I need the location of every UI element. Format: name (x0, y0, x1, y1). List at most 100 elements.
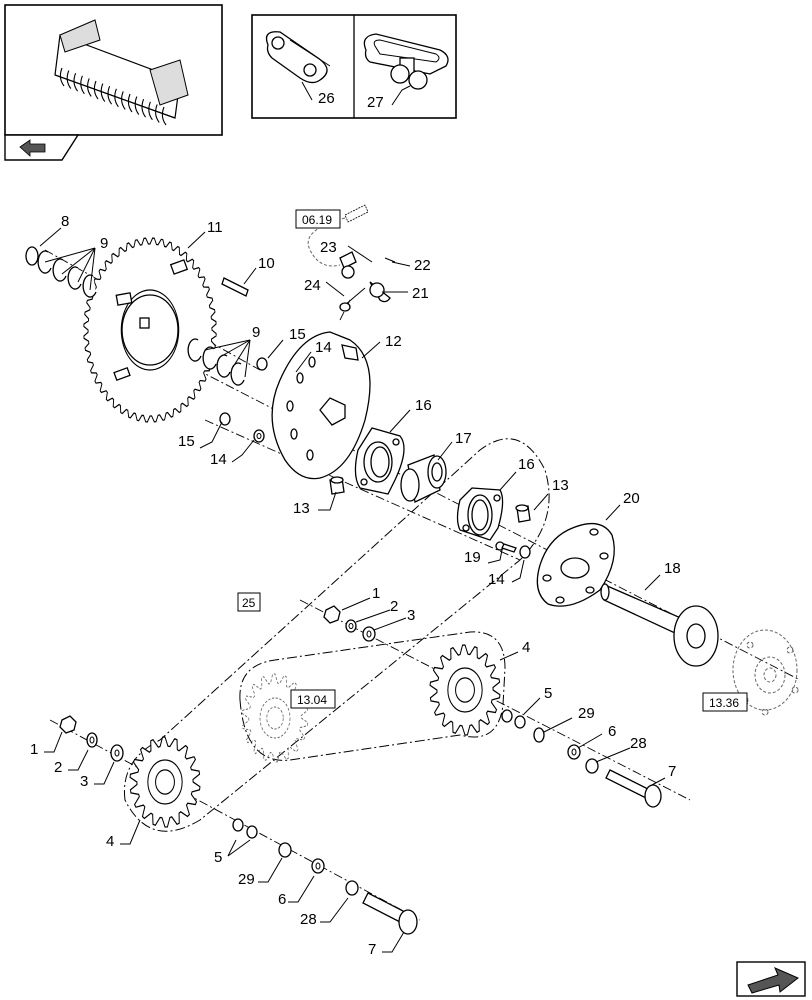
navigation-tab[interactable] (4, 134, 80, 161)
callout-14-right: 14 (488, 571, 505, 588)
callout-4-upper: 4 (522, 639, 530, 656)
drive-chain-loop (123, 438, 550, 832)
callout-13-right: 13 (552, 477, 569, 494)
washer-6-upper (567, 744, 581, 760)
callout-labels: 8 9 11 10 23 22 24 21 9 15 14 12 16 17 1… (30, 213, 681, 958)
ref-13-04-label: 13.04 (297, 693, 327, 707)
circlip-8 (25, 246, 39, 266)
callout-14-upper: 14 (315, 339, 332, 356)
ref-13-36-label: 13.36 (709, 696, 739, 710)
washer-2-upper (345, 619, 357, 633)
callout-20: 20 (623, 490, 640, 507)
callout-9-lower: 9 (252, 324, 260, 341)
bolt-7-upper (605, 769, 662, 808)
ref-box-25: 25 (237, 592, 261, 612)
circlips-9-upper (37, 250, 97, 298)
washer-6-lower (311, 858, 325, 874)
callout-17: 17 (455, 430, 472, 447)
washer-29-lower (278, 842, 292, 858)
callout-29-upper: 29 (578, 705, 595, 722)
callout-28-lower: 28 (300, 911, 317, 928)
key-10 (221, 277, 249, 297)
callout-16-upper: 16 (415, 397, 432, 414)
hub-reference (732, 629, 799, 716)
sprocket-reference-13-04 (241, 673, 309, 763)
callout-25: 25 (242, 596, 256, 610)
callout-21: 21 (412, 285, 429, 302)
ref-box-13-04[interactable]: 13.04 (290, 689, 336, 709)
nut-1-lower (59, 715, 77, 734)
callout-12: 12 (385, 333, 402, 350)
bolt-15-upper (256, 357, 268, 371)
bolt-13-right (515, 504, 531, 523)
connecting-link-26 (265, 31, 331, 84)
washers-5-upper (501, 709, 526, 729)
bolt-19 (495, 541, 517, 553)
secondary-chain-loop (239, 631, 506, 761)
callout-22: 22 (414, 257, 431, 274)
sprocket-4-lower (129, 736, 201, 828)
washer-14-lower (253, 429, 265, 443)
callout-24: 24 (304, 277, 321, 294)
callout-18: 18 (664, 560, 681, 577)
header-assembly-icon (54, 19, 189, 126)
washer-29-upper (533, 727, 545, 743)
chain-link-inset: 26 27 (251, 14, 457, 119)
bearing-flange-16 (354, 427, 405, 495)
callout-8: 8 (61, 213, 69, 230)
bearing-flange-16-right (456, 487, 504, 541)
callout-15-upper: 15 (289, 326, 306, 343)
callout-3-lower: 3 (80, 773, 88, 790)
assembly-thumbnail (4, 4, 223, 136)
grease-fitting-group (307, 204, 396, 312)
callout-29-lower: 29 (238, 871, 255, 888)
callout-28-upper: 28 (630, 735, 647, 752)
leader-lines (39, 227, 666, 953)
callout-3-upper: 3 (407, 607, 415, 624)
large-sprocket-11 (83, 237, 217, 423)
washers-5-lower (232, 818, 258, 839)
washer-2-lower (86, 732, 98, 748)
callout-14-lower: 14 (210, 451, 227, 468)
callout-10: 10 (258, 255, 275, 272)
callout-1-upper: 1 (372, 585, 380, 602)
disc-plate-12 (271, 331, 371, 480)
callout-16-right: 16 (518, 456, 535, 473)
callout-13-disc: 13 (293, 500, 310, 517)
ref-box-06-19[interactable]: 06.19 (295, 209, 341, 229)
sprocket-4-upper (429, 644, 501, 736)
next-page-button[interactable] (736, 961, 806, 997)
callout-7-lower: 7 (368, 941, 376, 958)
callout-6-lower: 6 (278, 891, 286, 908)
callout-5-lower: 5 (214, 849, 222, 866)
callout-2-lower: 2 (54, 759, 62, 776)
ref-box-13-36[interactable]: 13.36 (702, 692, 748, 712)
washer-28-lower (345, 880, 359, 896)
washer-14-right (519, 545, 531, 559)
shaft-18 (600, 583, 719, 667)
washer-3-upper (362, 626, 376, 642)
washer-28-upper (585, 758, 599, 774)
callout-19: 19 (464, 549, 481, 566)
callout-1-lower: 1 (30, 741, 38, 758)
bolt-7-lower (362, 892, 418, 935)
bolt-15-lower (219, 412, 231, 426)
callout-15-lower: 15 (178, 433, 195, 450)
callout-9-upper: 9 (100, 235, 108, 252)
callout-26: 26 (318, 90, 335, 107)
offset-link-27 (363, 33, 449, 90)
callout-4-lower: 4 (106, 833, 114, 850)
callout-7-upper: 7 (668, 763, 676, 780)
circlips-9-lower (187, 338, 245, 386)
forward-arrow-icon (747, 967, 799, 994)
callout-6-upper: 6 (608, 723, 616, 740)
flange-plate-20 (536, 523, 615, 607)
callout-11: 11 (207, 219, 223, 236)
nut-1-upper (323, 605, 341, 624)
callout-23: 23 (320, 239, 337, 256)
washer-3-lower (110, 744, 124, 762)
bearing-17 (400, 454, 447, 503)
ref-06-19-label: 06.19 (302, 213, 332, 227)
callout-2-upper: 2 (390, 598, 398, 615)
